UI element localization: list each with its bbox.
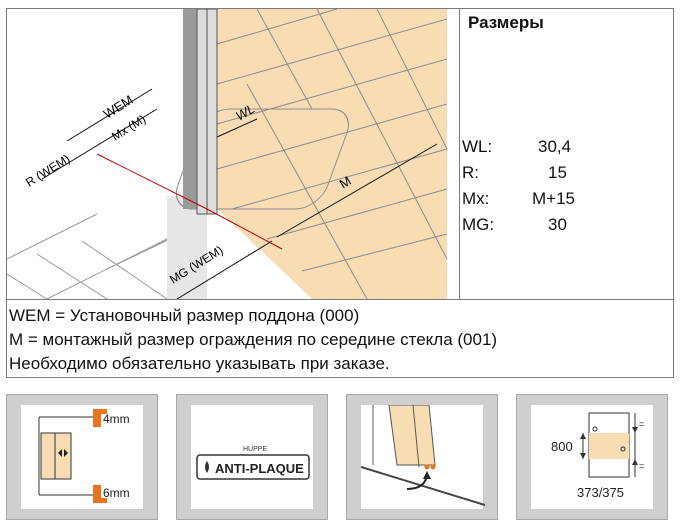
gap-profile-icon: 4mm 6mm xyxy=(38,409,130,503)
spec-value: 15 xyxy=(548,163,567,182)
height-value: 800 xyxy=(551,439,573,454)
feature-tile-size: 800 = = 373/375 xyxy=(516,394,668,520)
spec-value: 30,4 xyxy=(538,137,572,156)
installation-drawing-svg: WEM Mx (M) R (WEM) WL M MG (WEM) xyxy=(7,9,448,299)
floor-tiles-left xyxy=(7,213,198,299)
installation-drawing: WEM Mx (M) R (WEM) WL M MG (WEM) xyxy=(7,9,460,299)
specs-title: Размеры xyxy=(468,13,544,32)
tile-inner xyxy=(360,404,486,509)
spec-value: 30 xyxy=(548,215,567,234)
note-m: M = монтажный размер ограждения по серед… xyxy=(9,330,498,349)
tile-inner: HUPPE ANTI-PLAQUE xyxy=(191,405,313,509)
tile-inner: 4mm 6mm xyxy=(21,405,143,509)
spec-label: WL: xyxy=(462,137,493,156)
door-seal-icon xyxy=(360,404,486,506)
label-r: R (WEM) xyxy=(23,152,72,190)
brand-small-label: HUPPE xyxy=(243,446,267,453)
notes-panel: WEM = Установочный размер поддона (000) … xyxy=(7,299,673,377)
gap-bottom-label: 6mm xyxy=(103,486,130,500)
feature-tile-seal xyxy=(346,394,498,520)
spec-label: MG: xyxy=(462,215,495,234)
dimension-lines xyxy=(41,88,438,299)
equal-mark-bottom: = xyxy=(639,461,644,471)
wall-profile xyxy=(183,9,197,209)
spec-label: Mx: xyxy=(462,189,490,208)
feature-tile-gap: 4mm 6mm xyxy=(6,394,158,520)
feature-tile-antiplaque: HUPPE ANTI-PLAQUE xyxy=(176,394,328,520)
note-order: Необходимо обязательно указывать при зак… xyxy=(9,354,390,373)
equal-mark-top: = xyxy=(639,419,644,429)
spec-value: M+15 xyxy=(532,189,575,208)
gap-top-label: 4mm xyxy=(103,412,130,426)
label-wem: WEM xyxy=(101,92,136,122)
floor-shadow xyxy=(167,196,207,299)
note-wem: WEM = Установочный размер поддона (000) xyxy=(9,306,360,325)
tile-inner: 800 = = 373/375 xyxy=(531,405,653,509)
spec-label: R: xyxy=(462,163,479,182)
dimension-frame: WEM Mx (M) R (WEM) WL M MG (WEM) Размеры… xyxy=(6,8,674,378)
brand-main-label: ANTI-PLAQUE xyxy=(215,461,304,476)
size-diagram-icon: 800 = = 373/375 xyxy=(551,412,644,500)
droplet-icon xyxy=(205,461,209,473)
install-line xyxy=(96,153,208,210)
width-value: 373/375 xyxy=(577,485,624,500)
shower-area xyxy=(217,9,447,299)
dimension-spec-panel: Размеры WL: 30,4 R: 15 Mx: M+15 MG: 30 xyxy=(460,9,673,299)
anti-plaque-badge: HUPPE ANTI-PLAQUE xyxy=(196,446,310,480)
